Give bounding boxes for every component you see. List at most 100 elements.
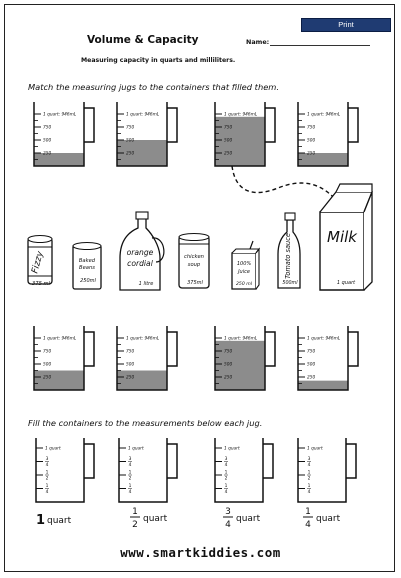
fraction-numerator: 1 [129,483,132,489]
fraction-numerator: 1 [129,470,132,476]
juice-label-line1: 100% [237,261,252,267]
jug-body [297,438,347,503]
fraction-numerator: 1 [225,470,228,476]
jug-scale-top: 1 quart [224,446,240,452]
tomato-volume: 500ml [282,280,298,286]
fill-instruction: Fill the containers to the measurements … [28,418,263,428]
soup-label-line1: chicken [184,254,204,260]
jug-handle [167,107,178,143]
jug-body [297,102,349,167]
match-instruction: Match the measuring jugs to the containe… [28,82,280,92]
fraction-denominator: 2 [225,476,228,482]
fraction-denominator: 4 [46,462,49,468]
jug-body [35,438,85,503]
jug-handle [84,443,95,479]
target-numerator: 1 [132,507,138,517]
jug-scale-top: 1 quart: 946mL [224,112,258,118]
cordial-label-line1: orange [127,248,154,257]
cordial-label-line2: cordial [127,259,154,268]
soup-volume: 375ml [187,280,203,286]
jug-handle [346,443,357,479]
name-write-line[interactable] [270,45,370,46]
fraction-denominator: 4 [225,489,228,495]
jug-body [116,102,168,167]
jug-scale-mark: 500 [307,362,315,368]
fraction-numerator: 3 [129,456,132,462]
beans-label-line1: Baked [79,258,96,264]
jug-body [118,438,168,503]
fraction-numerator: 1 [308,483,311,489]
jug-scale-mark: 750 [43,349,51,355]
tomato-label: Tomato sauce [284,233,292,279]
footer-url: www.smartkiddies.com [120,545,281,560]
jug-scale-mark: 500 [224,138,232,144]
container-fizzy-can: Fizzy 375 ml [27,234,53,287]
jug-scale-mark: 750 [126,349,134,355]
fraction-denominator: 2 [46,476,49,482]
jug-handle [167,331,178,367]
container-juice-box: 100% Juice 250 ml [231,240,261,290]
jug-handle [348,331,359,367]
page-subtitle: Measuring capacity in quarts and millili… [81,57,236,64]
fraction-numerator: 3 [225,456,228,462]
jug-handle [84,107,95,143]
jug-scale-mark: 250 [224,375,232,381]
jug-scale-top: 1 quart: 946mL [43,336,77,342]
jug-scale-mark: 500 [43,138,51,144]
jug-body [297,326,349,391]
fraction-numerator: 1 [225,483,228,489]
jug-scale-mark: 500 [126,138,134,144]
juice-label-line2: Juice [237,269,250,275]
target-whole: 1 [36,513,45,528]
jug-scale-top: 1 quart: 946mL [126,336,160,342]
fraction-denominator: 2 [308,476,311,482]
beans-volume: 250ml [80,278,96,284]
jug-handle [263,443,274,479]
jug-scale-top: 1 quart [45,446,61,452]
jug-scale-mark: 500 [224,362,232,368]
jug-scale-mark: 250 [307,375,315,381]
jug-scale-top: 1 quart: 946mL [224,336,258,342]
jug-scale-mark: 500 [43,362,51,368]
jug-scale-top: 1 quart: 946mL [43,112,77,118]
fraction-denominator: 2 [129,476,132,482]
jug-scale-mark: 250 [43,375,51,381]
bottom-jug-row: 1 quart: 946mL 750 500 250 1 quart: 946mL 750… [33,326,359,391]
jug-scale-mark: 500 [126,362,134,368]
container-chicken-soup-can: chicken soup 375ml [178,232,210,289]
print-button[interactable]: Print [301,18,391,32]
milk-volume: 1 quart [337,280,356,286]
milk-label: Milk [327,228,358,246]
jug-scale-mark: 250 [126,375,134,381]
jug-scale-mark: 500 [307,138,315,144]
jug-scale-top: 1 quart [307,446,323,452]
jug-scale-mark: 250 [307,151,315,157]
jug-scale-top: 1 quart: 946mL [126,112,160,118]
target-numerator: 1 [305,507,311,517]
jug-body [33,102,85,167]
jug-body [33,326,85,391]
jug-scale-top: 1 quart [128,446,144,452]
name-label: Name: [246,38,270,46]
match-dashed-connector [231,165,337,201]
page-title: Volume & Capacity [87,34,199,46]
target-denominator: 4 [225,520,231,530]
jug-handle [167,443,178,479]
jug-body [214,326,266,391]
target-unit: quart [143,514,168,524]
jug-handle [265,107,276,143]
